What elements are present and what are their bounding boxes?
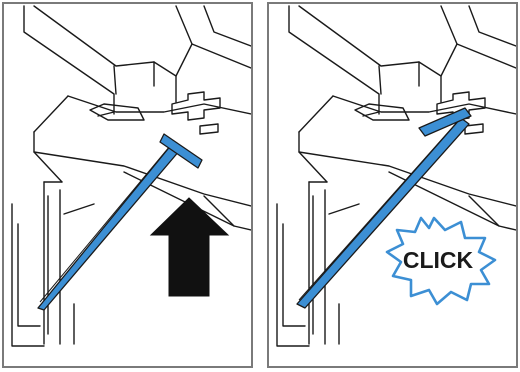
appliance-illustration-lift: [11, 5, 251, 347]
blue-strap: [37, 133, 203, 311]
starburst-icon: [385, 216, 497, 306]
step-panel-snap-in: CLICK: [267, 2, 518, 368]
click-label: CLICK: [403, 247, 474, 273]
appliance-housing: [11, 5, 251, 347]
step-panel-lift: [2, 2, 253, 368]
appliance-illustration-snap-in: CLICK: [276, 5, 516, 347]
appliance-housing: [276, 5, 516, 347]
blue-strap: [296, 107, 472, 309]
click-callout: CLICK: [385, 216, 497, 306]
up-arrow-icon: [149, 197, 230, 297]
